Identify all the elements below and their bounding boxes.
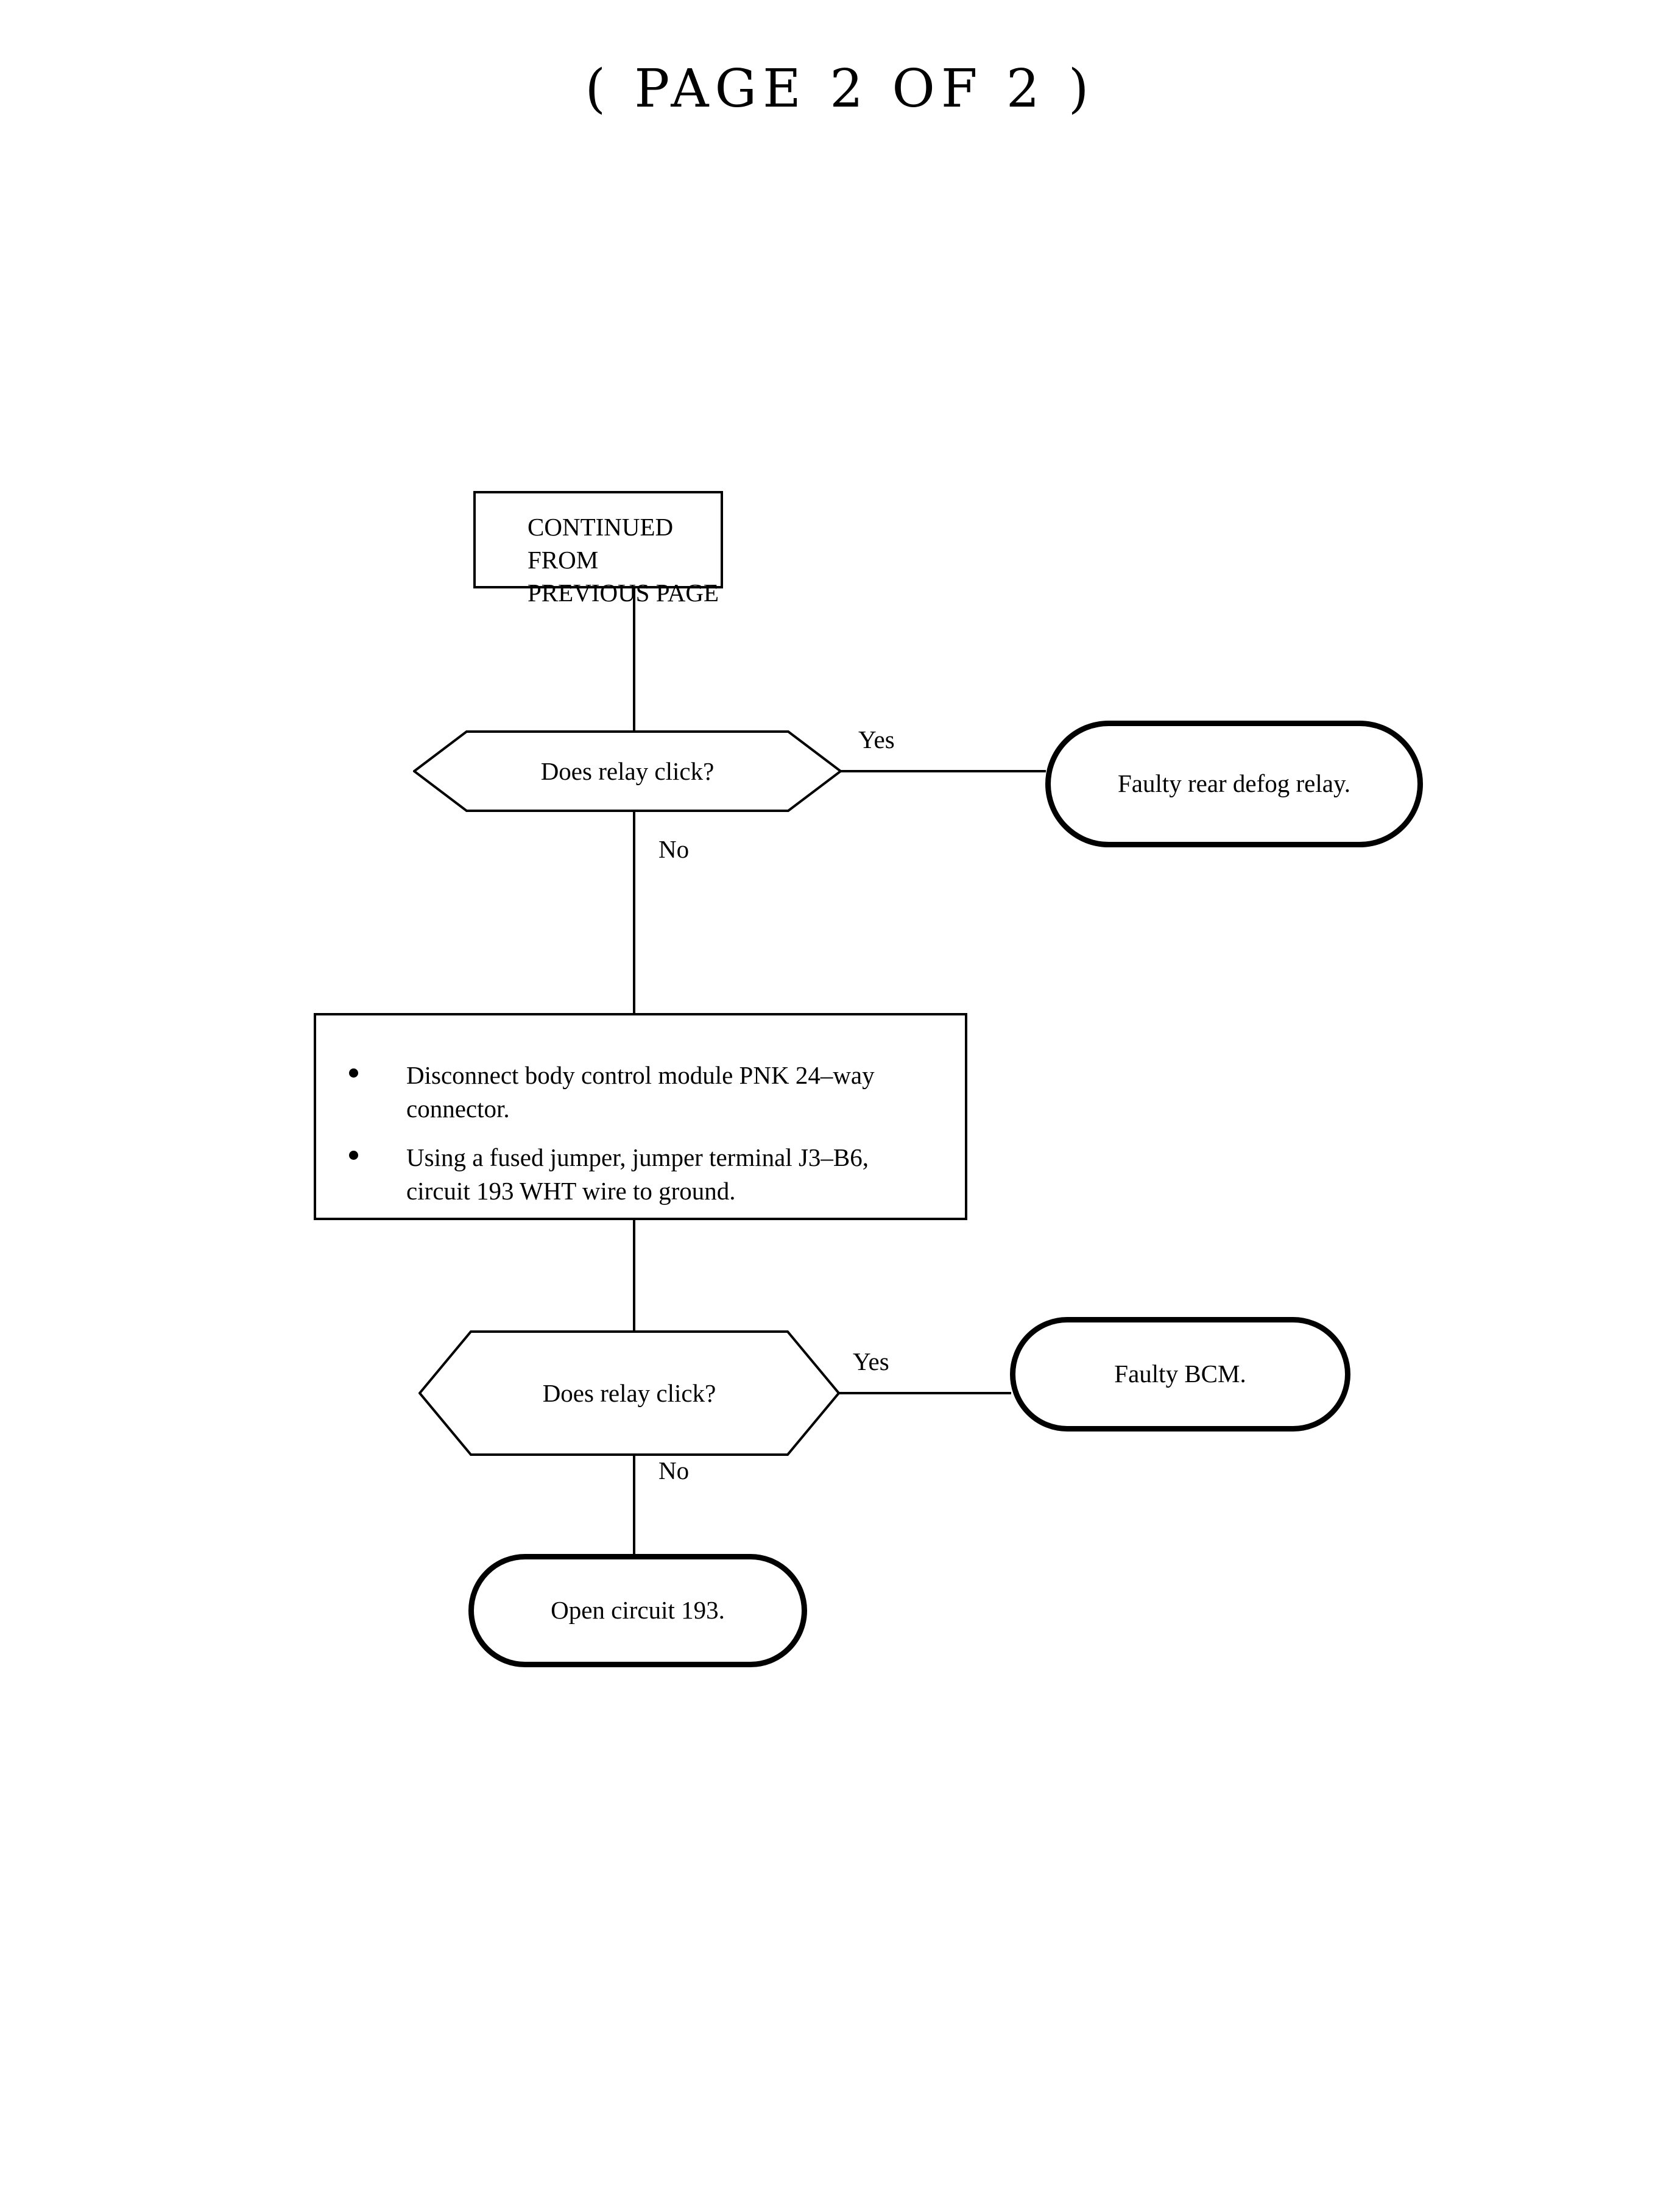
connector-decision2-yes <box>839 1392 1011 1394</box>
instruction-bullet-1: Disconnect body control module PNK 24–wa… <box>406 1061 875 1123</box>
edge-label-decision2-yes: Yes <box>853 1347 889 1375</box>
node-outcome-open-circuit-193: Open circuit 193. <box>468 1554 807 1667</box>
node-continued-label: CONTINUED FROM PREVIOUS PAGE <box>528 513 719 607</box>
node-outcome-faulty-bcm: Faulty BCM. <box>1010 1317 1350 1432</box>
instruction-bullet-2: Using a fused jumper, jumper terminal J3… <box>406 1143 869 1205</box>
instructions-bullet-list: Disconnect body control module PNK 24–wa… <box>349 1059 934 1223</box>
outcome3-label: Open circuit 193. <box>551 1596 725 1625</box>
outcome2-label: Faulty BCM. <box>1114 1360 1246 1388</box>
list-item: Disconnect body control module PNK 24–wa… <box>349 1059 934 1125</box>
node-decision-relay-click-2: Does relay click? <box>418 1330 840 1456</box>
connector-continued-to-decision1 <box>633 588 635 730</box>
bullet-point-icon <box>349 1151 358 1160</box>
list-item: Using a fused jumper, jumper terminal J3… <box>349 1141 934 1207</box>
outcome1-label: Faulty rear defog relay. <box>1117 769 1351 798</box>
node-instructions-box <box>314 1013 967 1220</box>
decision2-label: Does relay click? <box>542 1379 716 1407</box>
bullet-point-icon <box>349 1068 358 1078</box>
connector-to-instructions <box>633 934 635 1014</box>
page-title: ( PAGE 2 OF 2 ) <box>585 58 1095 119</box>
node-decision-relay-click-1: Does relay click? <box>413 730 842 813</box>
edge-label-decision1-no: No <box>658 835 690 863</box>
edge-label-decision1-yes: Yes <box>858 725 895 754</box>
node-continued-from-previous-page <box>473 491 723 588</box>
connector-decision1-yes <box>841 770 1046 772</box>
connector-decision2-no <box>633 1455 635 1556</box>
decision1-label: Does relay click? <box>540 757 715 785</box>
node-outcome-faulty-rear-defog-relay: Faulty rear defog relay. <box>1045 721 1423 847</box>
connector-instructions-to-decision2 <box>633 1220 635 1331</box>
connector-decision1-no <box>633 812 635 934</box>
edge-label-decision2-no: No <box>658 1456 690 1485</box>
